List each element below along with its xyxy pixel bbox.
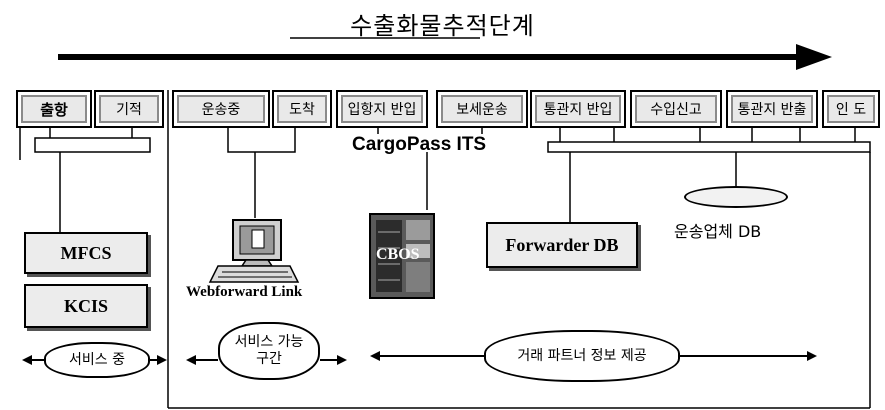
stage-delivery: 인 도 — [822, 90, 880, 128]
progress-arrow-head — [796, 44, 832, 70]
server-icon — [369, 213, 435, 299]
cloud-service-available: 서비스 가능구간 — [218, 322, 320, 380]
kcis-box: KCIS — [24, 284, 148, 328]
cloud-partner-info: 거래 파트너 정보 제공 — [484, 330, 680, 382]
stage-arrival: 도착 — [272, 90, 332, 128]
cbos-label: CBOS — [376, 246, 420, 263]
stage-loading: 기적 — [94, 90, 164, 128]
mfcs-box: MFCS — [24, 232, 148, 274]
stage-customs-entry: 통관지 반입 — [530, 90, 626, 128]
frame-lines — [19, 90, 871, 409]
stage-bonded-transport: 보세운송 — [436, 90, 528, 128]
diagram-title: 수출화물추적단계 — [350, 12, 535, 40]
stage-departure: 출항 — [16, 90, 92, 128]
cloud-arrows — [22, 351, 817, 365]
webforward-label: Webforward Link — [186, 284, 303, 300]
stage-in-transit: 운송중 — [172, 90, 270, 128]
stage-port-entry: 입항지 반입 — [336, 90, 428, 128]
carrier-db-label: 운송업체 DB — [674, 222, 762, 241]
system-name-label: CargoPass ITS — [352, 134, 487, 155]
stage-connectors — [34, 128, 871, 232]
stage-import-declaration: 수입신고 — [630, 90, 722, 128]
cloud-in-service: 서비스 중 — [44, 342, 150, 378]
computer-icon — [208, 219, 300, 283]
forwarder-db-box: Forwarder DB — [486, 222, 638, 268]
stage-customs-release: 통관지 반출 — [726, 90, 818, 128]
database-icon — [684, 186, 788, 208]
